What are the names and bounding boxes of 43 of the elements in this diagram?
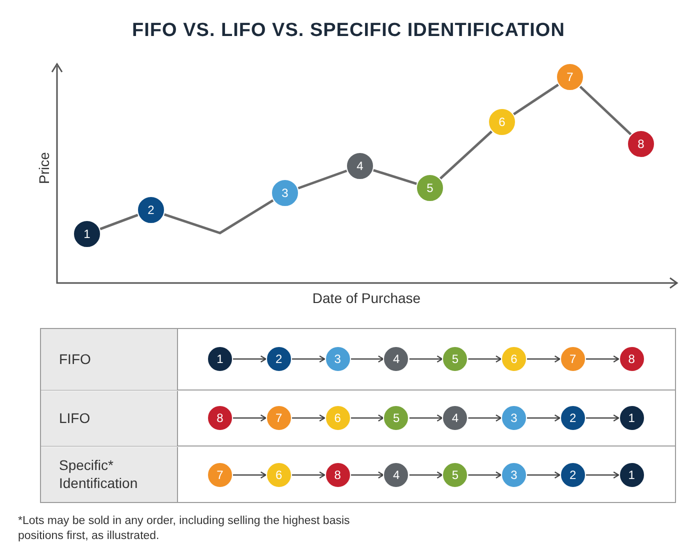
arrow — [586, 355, 620, 363]
arrow — [409, 414, 443, 422]
arrow — [292, 355, 326, 363]
arrow — [233, 471, 266, 479]
arrow — [233, 414, 266, 422]
arrow — [409, 471, 443, 479]
arrow — [409, 355, 443, 363]
price-line — [372, 169, 418, 185]
price-line — [512, 84, 560, 116]
row-header: LIFO — [41, 391, 178, 446]
arrow — [350, 355, 384, 363]
arrow — [468, 471, 502, 479]
arrow — [527, 355, 560, 363]
price-line — [579, 86, 632, 136]
arrow — [586, 471, 620, 479]
price-line — [439, 130, 493, 180]
numbered-circle: 8 — [627, 130, 655, 158]
axis-label: Price — [36, 151, 52, 186]
numbered-circle: 3 — [271, 179, 299, 207]
arrow — [350, 471, 384, 479]
row-header: FIFO — [41, 329, 178, 390]
arrow — [468, 414, 502, 422]
numbered-circle: 4 — [346, 152, 374, 180]
arrow — [233, 355, 266, 363]
numbered-circle: 1 — [73, 220, 101, 248]
price-line — [164, 199, 274, 234]
numbered-circle: 2 — [137, 196, 165, 224]
arrow — [527, 471, 560, 479]
axis-label: Date of Purchase — [311, 290, 422, 306]
chart-title: FIFO VS. LIFO VS. SPECIFIC IDENTIFICATION — [131, 20, 566, 42]
numbered-circle: 5 — [416, 174, 444, 202]
numbered-circle: 7 — [556, 63, 584, 91]
arrow — [586, 414, 620, 422]
row-header: Specific* Identification — [41, 447, 178, 502]
arrow — [350, 414, 384, 422]
arrow — [292, 471, 326, 479]
price-line — [100, 214, 138, 230]
numbered-circle: 6 — [488, 108, 516, 136]
arrow — [468, 355, 502, 363]
arrow — [292, 414, 326, 422]
footnote: *Lots may be sold in any order, including selling the highest basis positions first, as illustrated. — [18, 514, 351, 544]
price-line — [298, 170, 348, 190]
arrow — [527, 414, 560, 422]
